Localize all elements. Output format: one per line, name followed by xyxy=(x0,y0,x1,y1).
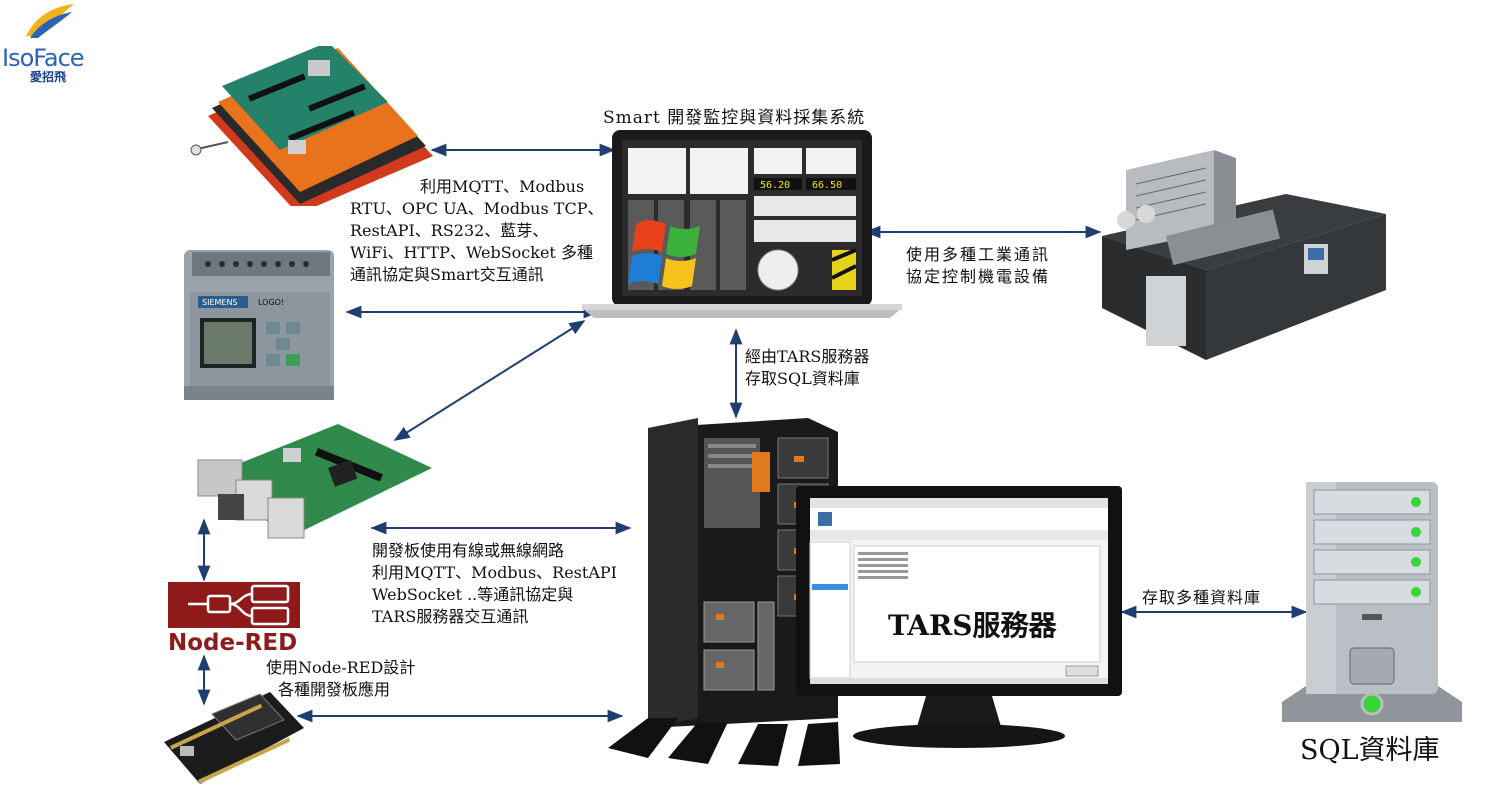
industrial-machine xyxy=(1102,150,1386,360)
windows-logo-icon xyxy=(628,220,700,289)
nodered-logo-text: Node-RED xyxy=(168,630,298,656)
siemens-logo-plc: SIEMENS LOGO! xyxy=(178,246,338,404)
industrial-line: 使用多種工業通訊 xyxy=(906,245,1051,264)
esp32-board xyxy=(164,692,304,784)
logo-name: IsoFace xyxy=(2,44,85,72)
nodered-usage-line: 使用Node-RED設計 xyxy=(266,658,416,677)
protocols-line: RestAPI、RS232、藍芽、 xyxy=(350,221,549,240)
protocols-line: RTU、OPC UA、Modbus TCP、 xyxy=(350,199,604,218)
logo-subtitle: 愛招飛 xyxy=(30,70,67,84)
protocols-line: 通訊協定與Smart交互通訊 xyxy=(350,265,544,284)
plc-model: LOGO! xyxy=(258,298,285,307)
board-network-line: 利用MQTT、Modbus、RestAPI xyxy=(372,563,617,582)
tars-access-line: 存取SQL資料庫 xyxy=(745,369,860,388)
sql-database-server xyxy=(1282,482,1462,722)
nodered-usage-text: 使用Node-RED設計 各種開發板應用 xyxy=(266,657,415,701)
board-network-line: TARS服務器交互通訊 xyxy=(372,607,529,626)
industrial-text: 使用多種工業通訊 協定控制機電設備 xyxy=(906,244,1050,288)
nodered-logo xyxy=(168,582,300,658)
isoface-logo: IsoFace 愛招飛 xyxy=(0,0,110,90)
industrial-line: 協定控制機電設備 xyxy=(906,267,1051,286)
sql-database-label: SQL資料庫 xyxy=(1300,735,1440,766)
logo-swoosh-icon xyxy=(26,4,74,38)
nodered-usage-line: 各種開發板應用 xyxy=(278,680,391,699)
arduino-board-stack xyxy=(190,46,433,206)
tars-monitor xyxy=(796,486,1122,748)
protocols-text: 利用MQTT、Modbus RTU、OPC UA、Modbus TCP、 Res… xyxy=(350,176,603,286)
board-network-text: 開發板使用有線或無線網路 利用MQTT、Modbus、RestAPI WebSo… xyxy=(372,540,617,628)
tars-access-text: 經由TARS服務器 存取SQL資料庫 xyxy=(745,346,869,390)
protocols-line: 利用MQTT、Modbus xyxy=(420,177,585,196)
arrow-pi-laptop xyxy=(393,320,586,441)
protocols-line: WiFi、HTTP、WebSocket 多種 xyxy=(350,243,593,262)
smart-laptop: 56.20 66.50 xyxy=(582,130,902,318)
tars-access-line: 經由TARS服務器 xyxy=(745,347,870,366)
svg-text:66.50: 66.50 xyxy=(812,180,842,191)
db-access-text: 存取多種資料庫 xyxy=(1142,588,1262,607)
tars-server-label: TARS服務器 xyxy=(888,609,1057,642)
svg-text:56.20: 56.20 xyxy=(760,180,790,191)
raspberry-pi-board xyxy=(197,424,432,539)
plc-brand: SIEMENS xyxy=(202,298,238,307)
nodered-flow-icon xyxy=(168,582,300,628)
board-network-line: WebSocket ..等通訊協定與 xyxy=(372,585,574,604)
board-network-line: 開發板使用有線或無線網路 xyxy=(372,541,565,560)
laptop-title: Smart 開發監控與資料採集系統 xyxy=(603,108,866,128)
plc-body xyxy=(184,250,334,400)
